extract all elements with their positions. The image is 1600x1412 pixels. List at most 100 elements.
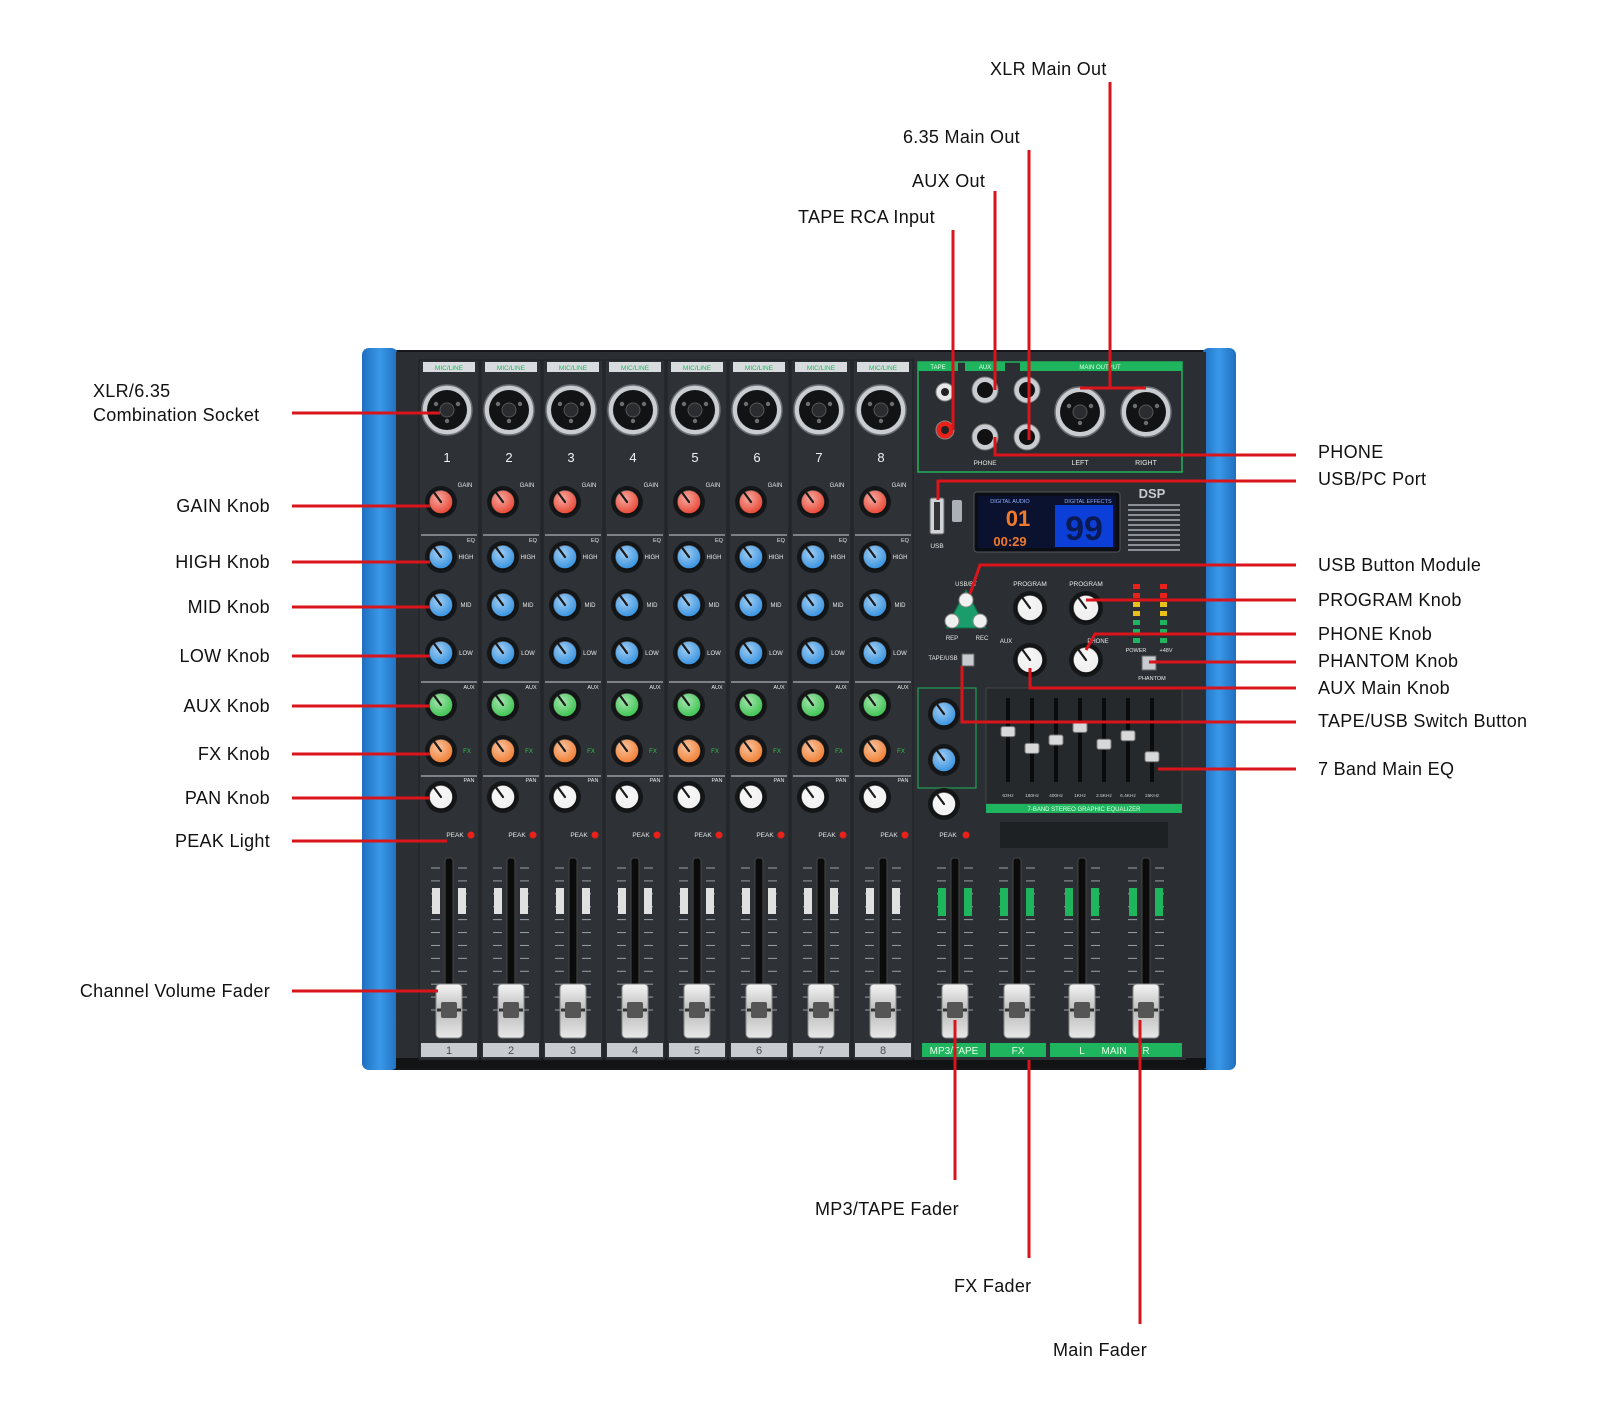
usb-button-3[interactable] bbox=[972, 613, 988, 629]
aux-knob-2[interactable] bbox=[487, 689, 519, 721]
geq-slider-5[interactable] bbox=[1096, 738, 1112, 750]
combo-socket-4[interactable] bbox=[607, 384, 659, 436]
return-low-knob[interactable] bbox=[928, 744, 960, 776]
gain-knob-5[interactable] bbox=[673, 486, 705, 518]
usb-button-2[interactable] bbox=[944, 613, 960, 629]
aux-knob-6[interactable] bbox=[735, 689, 767, 721]
tape-usb-switch[interactable] bbox=[961, 653, 975, 667]
gain-knob-2[interactable] bbox=[487, 486, 519, 518]
mid-knob-1[interactable] bbox=[425, 589, 457, 621]
aux-knob-7[interactable] bbox=[797, 689, 829, 721]
high-knob-7[interactable] bbox=[797, 541, 829, 573]
gain-knob-7[interactable] bbox=[797, 486, 829, 518]
xlr-main-out-left[interactable] bbox=[1054, 386, 1106, 438]
gain-knob-4[interactable] bbox=[611, 486, 643, 518]
geq-slider-6[interactable] bbox=[1120, 730, 1136, 742]
pan-knob-7[interactable] bbox=[797, 781, 829, 813]
channel-fader-7[interactable] bbox=[803, 857, 839, 1039]
fx-knob-1[interactable] bbox=[425, 735, 457, 767]
channel-fader-1[interactable] bbox=[431, 857, 467, 1039]
aux-knob-3[interactable] bbox=[549, 689, 581, 721]
fx-knob-6[interactable] bbox=[735, 735, 767, 767]
usb-button-1[interactable] bbox=[958, 592, 974, 608]
high-knob-1[interactable] bbox=[425, 541, 457, 573]
channel-fader-6[interactable] bbox=[741, 857, 777, 1039]
main-out-635-left[interactable] bbox=[1013, 376, 1041, 404]
low-knob-3[interactable] bbox=[549, 637, 581, 669]
aux-out-jack[interactable] bbox=[971, 376, 999, 404]
mid-knob-3[interactable] bbox=[549, 589, 581, 621]
pan-knob-4[interactable] bbox=[611, 781, 643, 813]
aux-knob-5[interactable] bbox=[673, 689, 705, 721]
pan-knob-1[interactable] bbox=[425, 781, 457, 813]
program-knob-1[interactable] bbox=[1013, 591, 1047, 625]
main-out-635-right[interactable] bbox=[1013, 423, 1041, 451]
gain-knob-6[interactable] bbox=[735, 486, 767, 518]
fx-knob-2[interactable] bbox=[487, 735, 519, 767]
combo-socket-6[interactable] bbox=[731, 384, 783, 436]
aux-knob-8[interactable] bbox=[859, 689, 891, 721]
phone-jack[interactable] bbox=[971, 423, 999, 451]
combo-socket-7[interactable] bbox=[793, 384, 845, 436]
channel-fader-4[interactable] bbox=[617, 857, 653, 1039]
geq-slider-3[interactable] bbox=[1048, 734, 1064, 746]
geq-slider-2[interactable] bbox=[1024, 742, 1040, 754]
main-fader-left[interactable] bbox=[1064, 857, 1100, 1039]
combo-socket-2[interactable] bbox=[483, 384, 535, 436]
pan-knob-5[interactable] bbox=[673, 781, 705, 813]
main-fader-right[interactable] bbox=[1128, 857, 1164, 1039]
mid-knob-7[interactable] bbox=[797, 589, 829, 621]
combo-socket-3[interactable] bbox=[545, 384, 597, 436]
mid-knob-6[interactable] bbox=[735, 589, 767, 621]
channel-fader-3[interactable] bbox=[555, 857, 591, 1039]
geq-slider-1[interactable] bbox=[1000, 726, 1016, 738]
high-knob-8[interactable] bbox=[859, 541, 891, 573]
gain-knob-1[interactable] bbox=[425, 486, 457, 518]
aux-main-knob[interactable] bbox=[1013, 643, 1047, 677]
channel-fader-8[interactable] bbox=[865, 857, 901, 1039]
program-knob-2[interactable] bbox=[1069, 591, 1103, 625]
aux-knob-1[interactable] bbox=[425, 689, 457, 721]
mp3-tape-fader[interactable] bbox=[937, 857, 973, 1039]
channel-fader-2[interactable] bbox=[493, 857, 529, 1039]
pan-knob-8[interactable] bbox=[859, 781, 891, 813]
return-high-knob[interactable] bbox=[928, 698, 960, 730]
phone-knob[interactable] bbox=[1069, 643, 1103, 677]
mid-knob-4[interactable] bbox=[611, 589, 643, 621]
gain-knob-3[interactable] bbox=[549, 486, 581, 518]
combo-socket-5[interactable] bbox=[669, 384, 721, 436]
low-knob-8[interactable] bbox=[859, 637, 891, 669]
fx-knob-3[interactable] bbox=[549, 735, 581, 767]
mid-knob-8[interactable] bbox=[859, 589, 891, 621]
pan-knob-3[interactable] bbox=[549, 781, 581, 813]
low-knob-7[interactable] bbox=[797, 637, 829, 669]
combo-socket-1[interactable] bbox=[421, 384, 473, 436]
geq-slider-4[interactable] bbox=[1072, 721, 1088, 733]
fx-knob-4[interactable] bbox=[611, 735, 643, 767]
low-knob-6[interactable] bbox=[735, 637, 767, 669]
high-knob-5[interactable] bbox=[673, 541, 705, 573]
pan-knob-2[interactable] bbox=[487, 781, 519, 813]
high-knob-3[interactable] bbox=[549, 541, 581, 573]
pan-knob-6[interactable] bbox=[735, 781, 767, 813]
mid-knob-2[interactable] bbox=[487, 589, 519, 621]
fx-knob-8[interactable] bbox=[859, 735, 891, 767]
low-knob-2[interactable] bbox=[487, 637, 519, 669]
xlr-main-out-right[interactable] bbox=[1120, 386, 1172, 438]
combo-socket-8[interactable] bbox=[855, 384, 907, 436]
geq-slider-7[interactable] bbox=[1144, 751, 1160, 763]
low-knob-1[interactable] bbox=[425, 637, 457, 669]
fx-knob-5[interactable] bbox=[673, 735, 705, 767]
aux-knob-4[interactable] bbox=[611, 689, 643, 721]
return-pan-knob[interactable] bbox=[928, 788, 960, 820]
gain-knob-8[interactable] bbox=[859, 486, 891, 518]
high-knob-4[interactable] bbox=[611, 541, 643, 573]
channel-fader-5[interactable] bbox=[679, 857, 715, 1039]
low-knob-5[interactable] bbox=[673, 637, 705, 669]
high-knob-2[interactable] bbox=[487, 541, 519, 573]
high-knob-6[interactable] bbox=[735, 541, 767, 573]
fx-fader[interactable] bbox=[999, 857, 1035, 1039]
fx-knob-7[interactable] bbox=[797, 735, 829, 767]
mid-knob-5[interactable] bbox=[673, 589, 705, 621]
low-knob-4[interactable] bbox=[611, 637, 643, 669]
